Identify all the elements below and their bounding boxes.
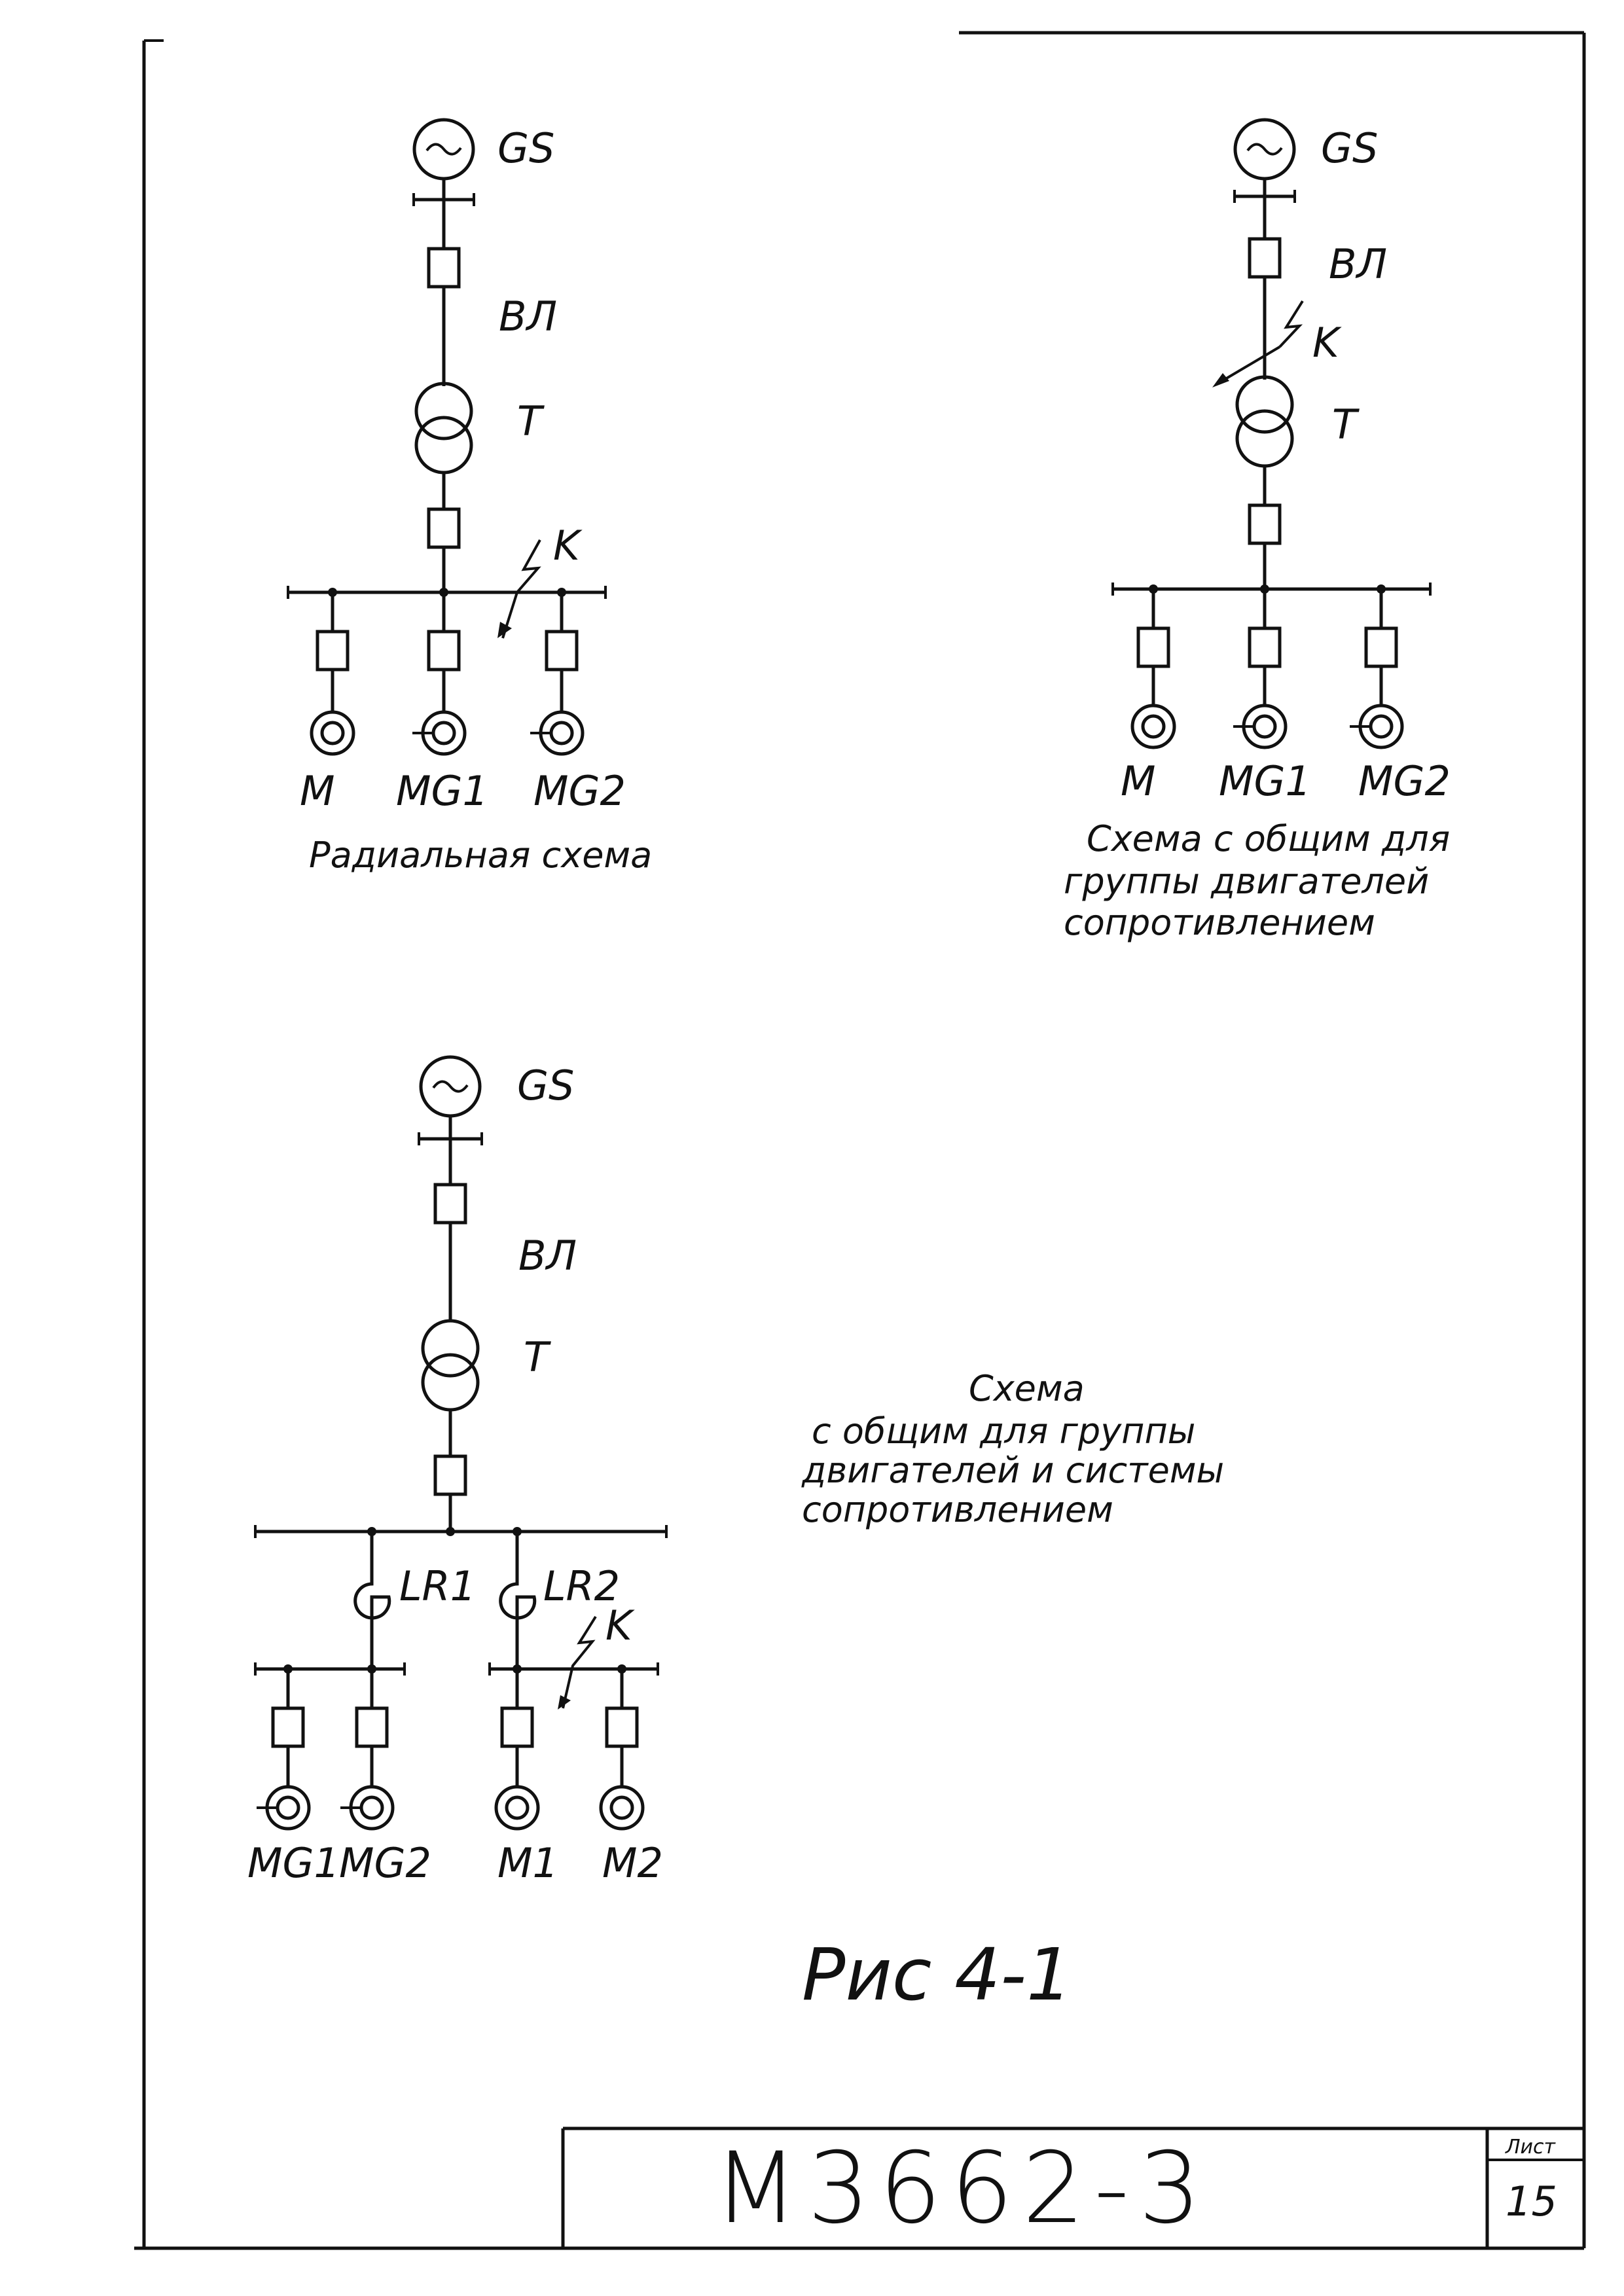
fault-label: K bbox=[1312, 319, 1342, 367]
reactor-icon bbox=[499, 1574, 537, 1620]
breaker-icon bbox=[316, 630, 350, 672]
diagram-caption-line: Схема bbox=[969, 1368, 1085, 1409]
reactor-icon bbox=[353, 1574, 391, 1620]
breaker-icon bbox=[427, 507, 461, 549]
breaker-icon bbox=[545, 630, 579, 672]
fault-arrow-icon bbox=[1212, 300, 1304, 387]
generator-label: GS bbox=[1321, 124, 1378, 172]
breaker-icon bbox=[1248, 503, 1282, 545]
diagram-radial: GS ВЛ T K M bbox=[287, 118, 652, 876]
breaker-icon bbox=[500, 1706, 534, 1748]
fault-label: K bbox=[553, 522, 583, 569]
breaker-icon bbox=[1248, 626, 1282, 668]
load-label: M2 bbox=[602, 1839, 663, 1887]
diagram-caption-line: с общим для группы bbox=[812, 1410, 1195, 1452]
fault-label: K bbox=[605, 1602, 635, 1649]
load-label: MG1 bbox=[396, 767, 488, 815]
load-label: MG2 bbox=[1358, 757, 1451, 805]
motor-icon bbox=[599, 1785, 645, 1831]
transformer-icon bbox=[414, 382, 473, 440]
load-label: MG2 bbox=[533, 767, 626, 815]
breaker-icon bbox=[355, 1706, 389, 1748]
load-label: M bbox=[1121, 757, 1156, 805]
diagram-caption-line: группы двигателей bbox=[1064, 861, 1429, 902]
breaker-icon bbox=[427, 630, 461, 672]
breaker-icon bbox=[427, 247, 461, 289]
transformer-label: T bbox=[1332, 401, 1360, 448]
title-block: М3662-3 Лист 15 bbox=[561, 2126, 1584, 2248]
fault-arrow-icon bbox=[497, 539, 541, 639]
motor-icon bbox=[1130, 704, 1176, 749]
figure-label: Рис 4-1 bbox=[802, 1933, 1072, 2017]
diagram-common-motor-impedance: GS ВЛ K T M bbox=[1064, 118, 1451, 943]
load-label: MG1 bbox=[247, 1839, 340, 1887]
breaker-icon bbox=[271, 1706, 305, 1748]
load-label: M bbox=[300, 767, 335, 815]
sheet-frame bbox=[134, 31, 1586, 2250]
breaker-icon bbox=[1248, 237, 1282, 279]
load-label: MG2 bbox=[339, 1839, 431, 1887]
reactor-label: LR1 bbox=[399, 1562, 476, 1610]
diagram-caption-line: сопротивлением bbox=[1064, 902, 1375, 943]
diagram-caption-line: сопротивлением bbox=[802, 1489, 1113, 1530]
generator-label: GS bbox=[497, 124, 554, 172]
sheet-label: Лист bbox=[1505, 2136, 1557, 2159]
breaker-icon bbox=[433, 1183, 467, 1225]
load-label: MG1 bbox=[1219, 757, 1311, 805]
diagram-common-motor-system-impedance: GS ВЛ T LR1 LR2 bbox=[247, 1055, 1224, 1887]
transformer-icon bbox=[421, 1319, 480, 1378]
diagram-caption-line: Схема с общим для bbox=[1087, 818, 1450, 859]
generator-label: GS bbox=[517, 1062, 574, 1109]
diagram-caption: Радиальная схема bbox=[309, 834, 652, 876]
breaker-icon bbox=[1136, 626, 1170, 668]
line-label: ВЛ bbox=[518, 1232, 577, 1280]
diagram-caption-line: двигателей и системы bbox=[801, 1450, 1224, 1491]
motor-icon bbox=[310, 710, 355, 756]
breaker-icon bbox=[605, 1706, 639, 1748]
transformer-label: T bbox=[524, 1333, 551, 1381]
transformer-label: T bbox=[517, 397, 545, 445]
breaker-icon bbox=[1364, 626, 1398, 668]
line-label: ВЛ bbox=[1329, 240, 1387, 288]
breaker-icon bbox=[433, 1454, 467, 1496]
document-number: М3662-3 bbox=[713, 2132, 1210, 2246]
motor-icon bbox=[494, 1785, 540, 1831]
transformer-icon bbox=[1235, 375, 1294, 434]
load-label: M1 bbox=[497, 1839, 558, 1887]
line-label: ВЛ bbox=[499, 293, 557, 340]
fault-arrow-icon bbox=[558, 1615, 597, 1710]
sheet-number: 15 bbox=[1506, 2178, 1557, 2225]
reactor-label: LR2 bbox=[543, 1562, 620, 1610]
